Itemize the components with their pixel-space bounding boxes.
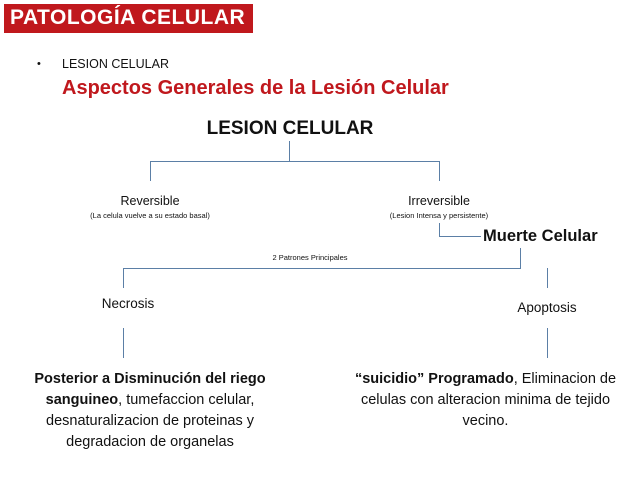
- necrosis-label: Necrosis: [101, 296, 155, 311]
- irreversible-note: (Lesion Intensa y persistente): [389, 211, 489, 220]
- connector-irreversible-stem: [439, 223, 440, 236]
- bullet-marker: •: [37, 58, 41, 70]
- necrosis-description-rest: , tumefaccion celular, desnaturalizacion…: [46, 392, 255, 450]
- connector-patterns-horizontal: [123, 268, 521, 269]
- irreversible-label: Irreversible: [408, 194, 470, 208]
- connector-left-drop: [150, 161, 151, 181]
- muerte-celular-label: Muerte Celular: [483, 227, 598, 245]
- connector-apoptosis-desc: [547, 328, 548, 358]
- connector-top-horizontal: [150, 161, 440, 162]
- reversible-note: (La celula vuelve a su estado basal): [90, 211, 210, 220]
- slide-title: PATOLOGÍA CELULAR: [4, 4, 254, 33]
- necrosis-description-bold: Posterior a Disminución del riego sangui…: [34, 371, 266, 408]
- apoptosis-description: “suicidio” Programado, Eliminacion de ce…: [343, 369, 628, 432]
- apoptosis-description-rest: , Eliminacion de celulas con alteracion …: [360, 371, 617, 429]
- connector-to-muerte: [439, 236, 481, 237]
- patrones-label: 2 Patrones Principales: [272, 253, 348, 262]
- connector-necrosis-drop: [123, 268, 124, 288]
- apoptosis-label: Apoptosis: [517, 300, 577, 315]
- diagram-root: LESION CELULAR: [206, 118, 374, 139]
- connector-root-stem: [289, 141, 290, 162]
- section-subtitle: Aspectos Generales de la Lesión Celular: [62, 77, 449, 99]
- connector-muerte-drop: [520, 248, 521, 268]
- necrosis-description-text: Posterior a Disminución del riego sangui…: [34, 371, 265, 450]
- apoptosis-description-bold: “suicidio” Programado: [354, 371, 514, 387]
- reversible-label: Reversible: [120, 194, 180, 208]
- connector-apoptosis-drop: [547, 268, 548, 288]
- connector-right-drop: [439, 161, 440, 181]
- section-label: LESION CELULAR: [62, 57, 169, 71]
- necrosis-description: Posterior a Disminución del riego sangui…: [22, 369, 278, 453]
- connector-necrosis-desc: [123, 328, 124, 358]
